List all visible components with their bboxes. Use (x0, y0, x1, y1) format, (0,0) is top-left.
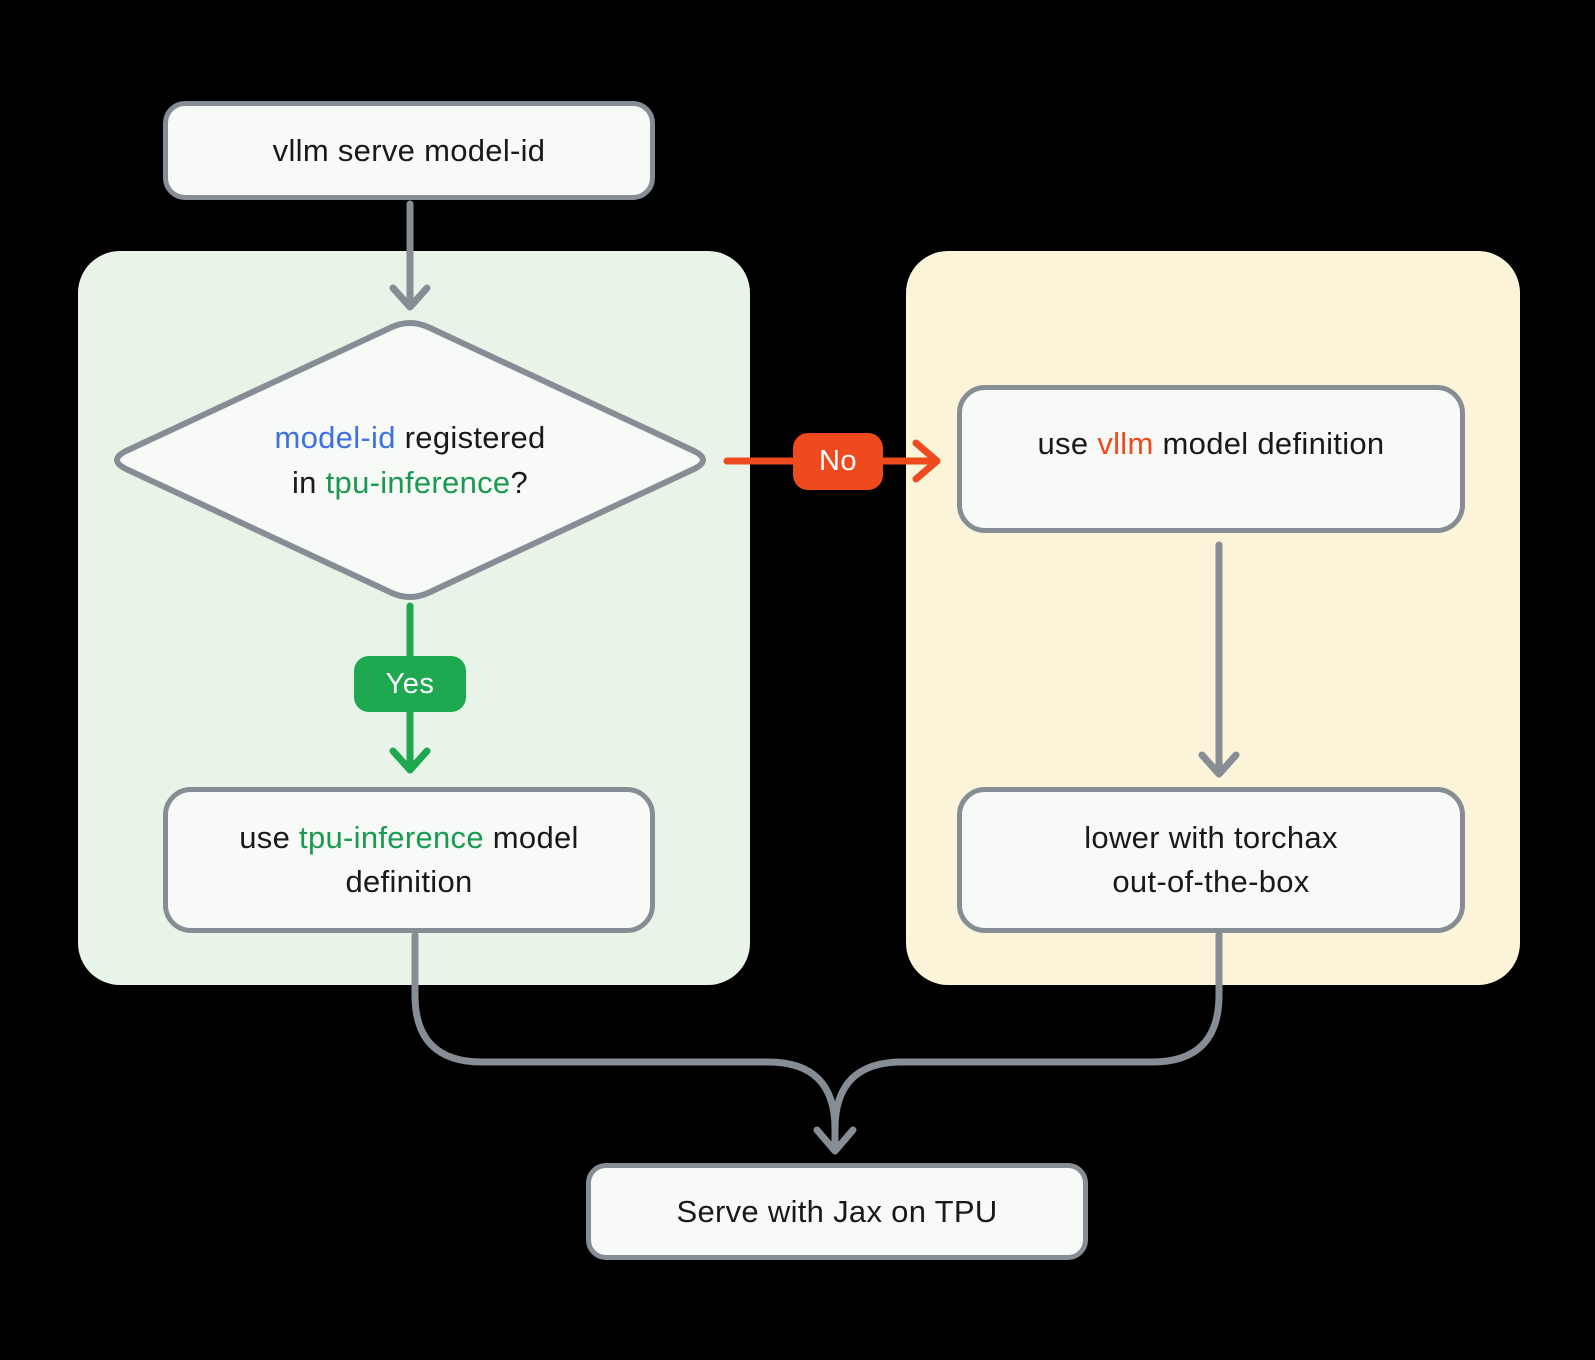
vllm-model-node: use vllm model definition (957, 385, 1465, 533)
merge-connector-left (411, 931, 839, 1146)
no-badge: No (793, 433, 883, 490)
decision-diamond-shape (114, 320, 706, 600)
serve-node: Serve with Jax on TPU (586, 1163, 1088, 1260)
start-node: vllm serve model-id (163, 101, 655, 200)
yes-badge: Yes (354, 656, 466, 712)
no-badge-label: No (818, 445, 858, 477)
merge-connector-right (831, 931, 1223, 1133)
arrow-start-to-decision (389, 200, 431, 311)
yes-badge-label: Yes (385, 667, 435, 700)
merge-arrowhead (813, 1126, 857, 1155)
merge-connectors (411, 931, 1223, 1155)
serve-node-label: Serve with Jax on TPU (676, 1193, 998, 1229)
start-node-label: vllm serve model-id (272, 132, 546, 168)
arrow-vllm-to-torchax (1198, 541, 1240, 778)
